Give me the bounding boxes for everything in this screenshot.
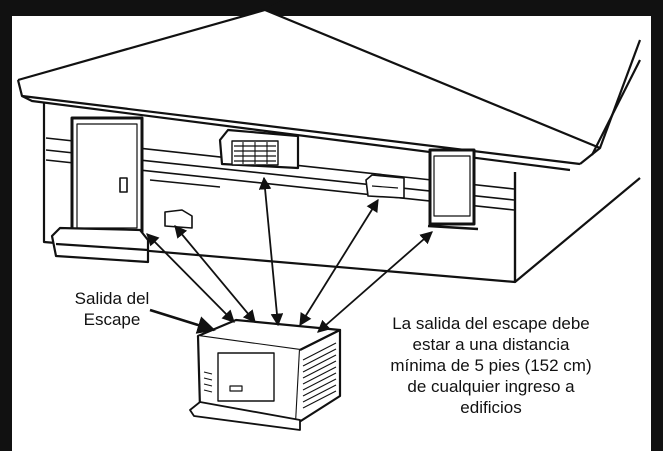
top-bar — [0, 0, 663, 16]
generator-illustration — [189, 318, 342, 431]
clearance-note-line: edificios — [460, 398, 522, 417]
exhaust-outlet-label-line2: Escape — [83, 310, 141, 329]
clearance-note-line: mínima de 5 pies (152 cm) — [390, 356, 592, 375]
right-border — [651, 0, 663, 451]
house-illustration — [16, 0, 642, 284]
clearance-note: La salida del escape debe estar a una di… — [318, 313, 663, 418]
exhaust-outlet-label-line1: Salida del — [74, 289, 150, 308]
clearance-note-line: estar a una distancia — [412, 335, 570, 354]
clearance-arrows — [146, 176, 433, 334]
left-border — [0, 0, 12, 451]
clearance-note-line: de cualquier ingreso a — [407, 377, 575, 396]
clearance-note-line: La salida del escape debe — [392, 314, 590, 333]
exhaust-outlet-label: Salida del Escape — [52, 288, 172, 330]
